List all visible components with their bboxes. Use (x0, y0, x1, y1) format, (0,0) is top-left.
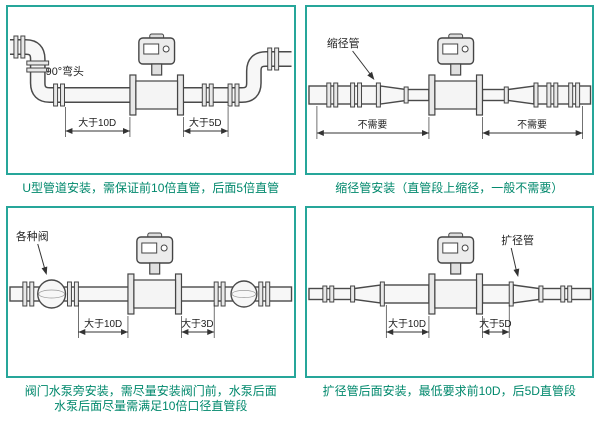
panel-u-type: 90°弯头 大于10D 大于5D (6, 5, 296, 175)
dimension-upstream: 大于10D (385, 305, 429, 338)
flanges (321, 281, 572, 307)
dimension-upstream: 大于10D (65, 107, 131, 137)
diagram-valve-pump: 各种阀 大于10D 大于3D (9, 229, 293, 338)
flanges (13, 35, 280, 107)
dim-downstream-label: 大于5D (479, 317, 511, 330)
reducer-cone-right (507, 85, 535, 105)
dim-downstream-label: 大于3D (181, 317, 213, 330)
cell-u-type: 90°弯头 大于10D 大于5D U型管道安装，需保证前10倍直管，后面5倍直管 (6, 5, 296, 202)
dim-upstream-label: 大于10D (84, 317, 122, 330)
dim-upstream-label: 大于10D (78, 116, 116, 129)
caption-text-line1: 阀门水泵旁安装，需尽量安装阀门前，水泵后面 (24, 384, 277, 398)
expander-cone-left (353, 284, 381, 304)
panel-reducer: 缩径管 不需要 不需要 (304, 5, 594, 175)
dimension-upstream: 不需要 (316, 106, 429, 139)
part-callout: 扩径管 (501, 233, 534, 277)
cell-valve-pump: 各种阀 大于10D 大于3D 阀门水泵旁安装，需 (6, 206, 296, 420)
valve-left (37, 279, 67, 309)
panel-expander: 扩径管 大于10D 大于5D (304, 206, 594, 378)
dim-downstream-label: 不需要 (517, 119, 547, 131)
reducer-cone-left (379, 85, 407, 105)
flowmeter-icon (129, 33, 185, 116)
caption-text: 扩径管后面安装，最低要求前10D，后5D直管段 (322, 384, 576, 398)
cell-expander: 扩径管 大于10D 大于5D 扩径管后面安装，最 (304, 206, 595, 420)
diagram-grid: 90°弯头 大于10D 大于5D U型管道安装，需保证前10倍直管，后面5倍直管 (6, 5, 595, 420)
dimension-upstream: 大于10D (78, 303, 129, 338)
valve-right (230, 280, 258, 308)
reducer-label: 缩径管 (326, 36, 359, 50)
dim-downstream-label: 大于5D (189, 116, 221, 129)
dimension-downstream: 大于5D (183, 107, 229, 137)
part-callout: 缩径管 (326, 36, 374, 80)
caption-reducer: 缩径管安装（直管段上缩径，一般不需要） (305, 175, 595, 202)
diagram-u-type: 90°弯头 大于10D 大于5D (9, 33, 292, 137)
dimension-downstream: 不需要 (481, 106, 583, 139)
expander-label: 扩径管 (501, 233, 534, 247)
caption-u-type: U型管道安装，需保证前10倍直管，后面5倍直管 (6, 175, 296, 202)
panel-valve-pump: 各种阀 大于10D 大于3D (6, 206, 296, 378)
valves-label: 各种阀 (16, 229, 49, 243)
cell-reducer: 缩径管 不需要 不需要 缩径管安装（直管段上缩径 (304, 5, 595, 202)
dim-upstream-label: 不需要 (357, 119, 387, 131)
elbow-label: 90°弯头 (46, 64, 84, 78)
dimension-downstream: 大于3D (181, 303, 215, 338)
dim-upstream-label: 大于10D (388, 317, 426, 330)
caption-text: 缩径管安装（直管段上缩径，一般不需要） (335, 181, 564, 195)
diagram-reducer: 缩径管 不需要 不需要 (307, 33, 591, 139)
caption-valve-pump: 阀门水泵旁安装，需尽量安装阀门前，水泵后面 水泵后面尽量需满足10倍口径直管段 (6, 378, 296, 420)
flowmeter-icon (427, 232, 483, 315)
dimension-downstream: 大于5D (479, 305, 511, 338)
expander-cone-right (512, 284, 540, 304)
caption-text: U型管道安装，需保证前10倍直管，后面5倍直管 (22, 181, 280, 195)
caption-text-line2: 水泵后面尽量需满足10倍口径直管段 (54, 399, 248, 413)
flanges (325, 82, 580, 108)
flanges (22, 281, 271, 307)
diagram-expander: 扩径管 大于10D 大于5D (307, 232, 591, 338)
part-callout: 各种阀 (16, 229, 49, 275)
flowmeter-icon (127, 232, 183, 315)
caption-expander: 扩径管后面安装，最低要求前10D，后5D直管段 (305, 378, 595, 405)
flowmeter-icon (427, 33, 483, 116)
